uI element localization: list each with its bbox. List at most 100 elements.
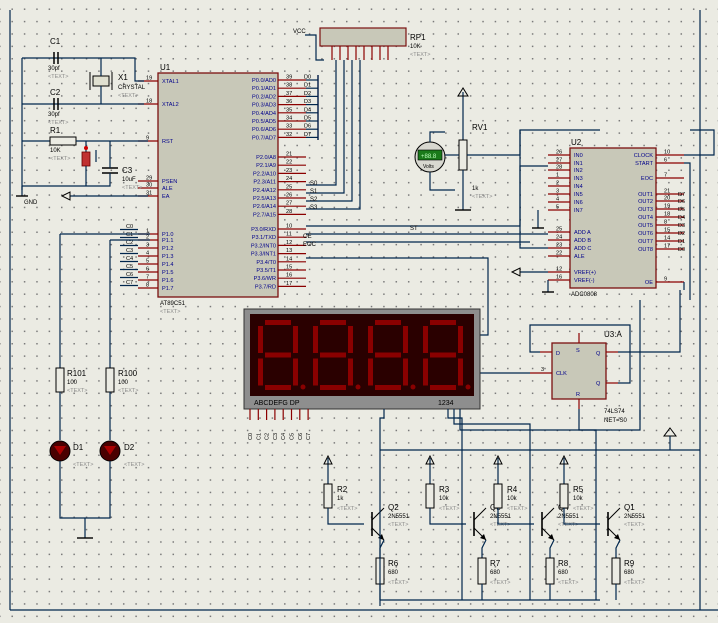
- display-net: C3: [273, 433, 279, 440]
- u1-pin-num: 38: [286, 83, 292, 89]
- u1-pin-name: P3.2/INT0: [251, 243, 276, 249]
- u2-pin-num: 7: [664, 173, 667, 179]
- p1-net-label: C2: [126, 240, 133, 246]
- digit-drivers[interactable]: R21k<TEXT>Q22N5551<TEXT>R6680<TEXT>R310k…: [323, 454, 646, 600]
- u2-pin-num: 24: [556, 235, 562, 241]
- u1-pin-name: P3.4/T0: [256, 260, 276, 266]
- u1-pin-num: 12: [286, 240, 292, 246]
- gnd-label: GND: [24, 200, 38, 206]
- u2-pin-name: IN3: [574, 176, 583, 182]
- base-resistor-ref: R4: [507, 485, 518, 494]
- u2-part: ADC0808: [571, 292, 598, 298]
- resistor-pack-rp1[interactable]: RP1 10K <TEXT> VCC: [293, 27, 430, 61]
- emitter-resistor-value: 680: [388, 570, 399, 576]
- u1-pin-name: PSEN: [162, 179, 177, 185]
- emitter-resistor-text: <TEXT>: [490, 580, 510, 586]
- r101-value: 100: [67, 380, 78, 386]
- emitter-resistor-ref: R8: [558, 559, 569, 568]
- u2-pin-num: 26: [556, 150, 562, 156]
- led-indicator-circuit[interactable]: R101 100 <TEXT> R100 100 <TEXT> D1 <TEXT…: [49, 367, 144, 539]
- control-lines: OE EOC ST: [303, 165, 548, 336]
- u1-pin-name: P2.0/A8: [256, 155, 276, 161]
- u1-pin-name: XTAL1: [162, 79, 179, 85]
- voltmeter[interactable]: +88.8 Volts: [414, 131, 459, 191]
- u2-adc[interactable]: U2 ADC0808 26IN027IN128IN21IN32IN43IN54I…: [510, 129, 715, 300]
- net-oe: OE: [303, 234, 312, 240]
- r101-text: <TEXT>: [67, 388, 87, 394]
- base-resistor-text: <TEXT>: [439, 506, 459, 512]
- u2-pin-name: OUT3: [638, 207, 653, 213]
- u1-pin-num: 37: [286, 91, 292, 97]
- u1-microcontroller[interactable]: U1 AT89C51 <TEXT> 19XTAL118XTAL29RST29PS…: [120, 63, 318, 315]
- digit: [313, 320, 361, 390]
- u2-pin-num: 23: [556, 243, 562, 249]
- p1-net-label: C3: [126, 248, 133, 254]
- u3-flipflop[interactable]: U3:A 74LS74 NET=S0 D CLK Q Q S R 3: [480, 290, 681, 450]
- u1-pin-name: P2.1/A9: [256, 163, 276, 169]
- u1-pin-num: 5: [146, 259, 149, 265]
- u1-pin-name: P2.6/A14: [253, 204, 276, 210]
- emitter-resistor-value: 680: [624, 570, 635, 576]
- u2-out-net: D4: [678, 215, 685, 221]
- u2-pin-name: VREF(+): [574, 270, 596, 276]
- u1-pin-name: P3.7/RD: [255, 284, 276, 290]
- u1-pin-name: P2.5/A13: [253, 196, 276, 202]
- oscillator-circuit[interactable]: C1 30pf <TEXT> C2 30pf <TEXT> X1 CRYSTAL…: [16, 37, 148, 206]
- base-resistor-text: <TEXT>: [337, 506, 357, 512]
- u1-pin-name: P1.5: [162, 270, 174, 276]
- emitter-resistor-value: 680: [558, 570, 569, 576]
- u2-out-net: D0: [678, 247, 685, 253]
- u1-pin-num: 6: [146, 267, 149, 273]
- u1-pin-name: P0.3/AD3: [252, 103, 276, 109]
- voltmeter-label: Volts: [423, 164, 434, 170]
- c2-value: 30pf: [48, 112, 60, 118]
- sheet-frame: [9, 10, 718, 611]
- u2-pin-name: IN5: [574, 192, 583, 198]
- c2-ref: C2: [50, 88, 61, 97]
- emitter-resistor-ref: R7: [490, 559, 501, 568]
- base-resistor-text: <TEXT>: [573, 506, 593, 512]
- u3-num-clk: 3: [541, 367, 544, 373]
- u1-pin-num: 21: [286, 152, 292, 158]
- transistor-text: <TEXT>: [624, 522, 644, 528]
- u2-out-net: D6: [678, 199, 685, 205]
- u3-part: 74LS74: [604, 409, 625, 415]
- u1-pin-num: 23: [286, 168, 292, 174]
- u1-pin-name: ALE: [162, 186, 173, 192]
- digit: [423, 320, 471, 390]
- u1-pin-name: XTAL2: [162, 102, 179, 108]
- u1-pin-num: 35: [286, 107, 292, 113]
- u2-pin-num: 16: [556, 275, 562, 281]
- u2-pin-name: ADD C: [574, 246, 591, 252]
- u2-pin-name: CLOCK: [634, 153, 654, 159]
- u2-pin-num: 15: [664, 228, 670, 234]
- u1-pin-num: 10: [286, 224, 292, 230]
- u1-pin-num: 27: [286, 201, 292, 207]
- u3-pin-d: D: [556, 351, 560, 357]
- transistor-text: <TEXT>: [490, 522, 510, 528]
- u1-pin-name: EA: [162, 194, 170, 200]
- u2-pin-name: OUT5: [638, 223, 653, 229]
- rp1-ref: RP1: [410, 33, 426, 42]
- u2-pin-num: 5: [556, 205, 559, 211]
- display-net: C1: [256, 433, 262, 440]
- u2-pin-name: IN0: [574, 153, 583, 159]
- p1-net-label: C1: [126, 232, 133, 238]
- u3-pin-qbar: Q: [596, 381, 601, 387]
- u1-pin-num: 30: [146, 183, 152, 189]
- u1-pin-num: 22: [286, 160, 292, 166]
- potentiometer-rv1[interactable]: RV1 1k <TEXT>: [455, 87, 600, 211]
- rp1-pins: [331, 46, 389, 60]
- u1-pin-name: P1.3: [162, 254, 174, 260]
- u2-pin-num: 4: [556, 197, 559, 203]
- d1-text: <TEXT>: [73, 462, 93, 468]
- u1-left-pins: 19XTAL118XTAL29RST29PSEN30ALE31EA1P1.02P…: [138, 76, 179, 292]
- u2-out-net: D2: [678, 231, 685, 237]
